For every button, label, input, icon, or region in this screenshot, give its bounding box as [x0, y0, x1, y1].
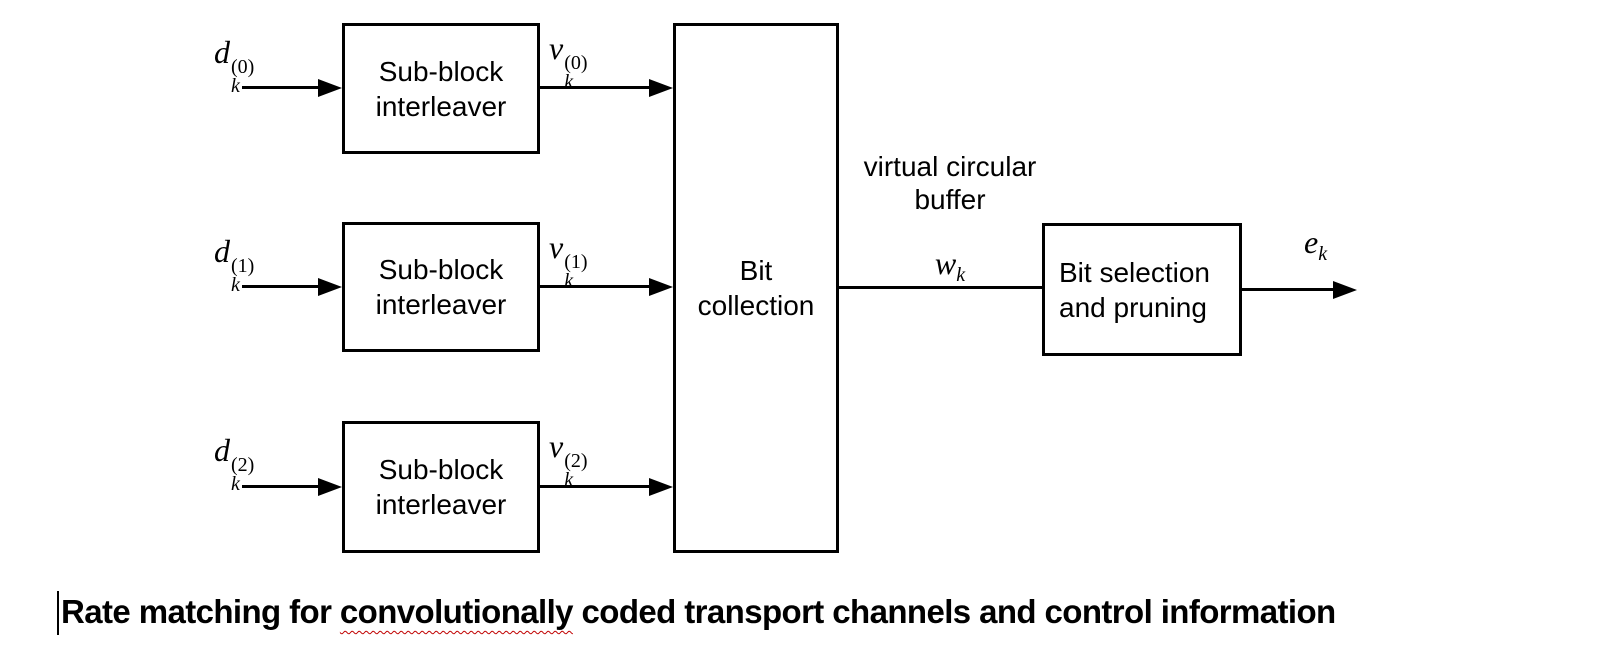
box-label-line1: Sub-block — [378, 254, 504, 285]
box-label-line1: Bit — [739, 255, 773, 286]
box-label-line1: Sub-block — [378, 55, 504, 87]
input-label-d1: d(1)k — [214, 233, 254, 295]
math-subscript: k — [564, 469, 574, 491]
virtual-circular-buffer-label: virtual circular buffer — [830, 150, 1070, 216]
subblock-interleaver-box-1[interactable]: Sub-block interleaver — [342, 222, 540, 352]
math-scripts: (0)k — [564, 52, 588, 93]
caption-text[interactable]: Rate matching for convolutionally coded … — [61, 590, 1336, 634]
box-label-line1: Bit selection — [1059, 256, 1210, 288]
math-base: v — [549, 428, 564, 464]
w-label: wk — [900, 245, 1000, 285]
output-label-v1: v(1)k — [549, 229, 588, 291]
arrow-line — [540, 485, 653, 488]
output-label-v0: v(0)k — [549, 30, 588, 92]
math-scripts: (1)k — [564, 251, 588, 292]
math-subscript: k — [231, 473, 240, 495]
arrow-head — [1333, 281, 1357, 299]
math-subscript: k — [231, 274, 240, 296]
e-label: ek — [1304, 224, 1327, 264]
subblock-interleaver-box-2[interactable]: Sub-block interleaver — [342, 421, 540, 553]
math-scripts: (0)k — [231, 56, 255, 97]
math-superscript: (0) — [231, 56, 255, 78]
math-base: d — [214, 432, 230, 468]
arrow-line — [242, 485, 322, 488]
math-superscript: (1) — [564, 251, 588, 273]
box-label-line1: Sub-block — [378, 454, 504, 485]
buffer-label-line1: virtual circular — [863, 151, 1037, 182]
box-label-line2: interleaver — [375, 90, 507, 122]
math-base: v — [549, 30, 564, 66]
text-cursor — [57, 591, 59, 635]
input-label-d0: d(0)k — [214, 34, 254, 96]
math-base: d — [214, 233, 230, 269]
arrow-head — [649, 278, 673, 296]
bit-collection-box[interactable]: Bit collection — [673, 23, 839, 553]
math-scripts: (2)k — [231, 454, 255, 495]
bit-selection-box[interactable]: Bit selection and pruning — [1042, 223, 1242, 356]
arrow-head — [318, 278, 342, 296]
arrow-head — [649, 79, 673, 97]
math-subscript: k — [564, 270, 574, 292]
output-label-v2: v(2)k — [549, 428, 588, 490]
box-label-line2: interleaver — [375, 489, 507, 520]
math-base: v — [549, 229, 564, 265]
math-subscript: k — [564, 71, 574, 93]
math-superscript: (1) — [231, 255, 255, 277]
arrow-head — [318, 478, 342, 496]
arrow-line — [1242, 288, 1335, 291]
math-superscript: (2) — [231, 454, 255, 476]
math-base: w — [934, 245, 957, 281]
input-label-d2: d(2)k — [214, 432, 254, 494]
box-label-line2: collection — [697, 290, 815, 321]
arrow-line — [540, 285, 653, 288]
arrow-line — [540, 86, 653, 89]
arrow-line — [242, 86, 322, 89]
math-base: e — [1304, 224, 1319, 260]
math-subscript: k — [1318, 243, 1328, 265]
arrow-line — [242, 285, 322, 288]
box-label-line2: interleaver — [375, 289, 507, 320]
caption-part-before: Rate matching for — [61, 593, 340, 630]
connector-line — [839, 286, 1042, 289]
math-base: d — [214, 34, 230, 70]
math-superscript: (0) — [564, 52, 588, 74]
subblock-interleaver-box-0[interactable]: Sub-block interleaver — [342, 23, 540, 154]
caption-part-after: coded transport channels and control inf… — [572, 593, 1337, 630]
box-label-line2: and pruning — [1059, 291, 1207, 323]
math-subscript: k — [231, 75, 240, 97]
math-subscript: k — [956, 264, 966, 286]
math-superscript: (2) — [564, 450, 588, 472]
caption-misspelled-word: convolutionally — [339, 593, 574, 630]
math-scripts: (2)k — [564, 450, 588, 491]
buffer-label-line2: buffer — [914, 184, 986, 215]
math-scripts: (1)k — [231, 255, 255, 296]
arrow-head — [318, 79, 342, 97]
arrow-head — [649, 478, 673, 496]
